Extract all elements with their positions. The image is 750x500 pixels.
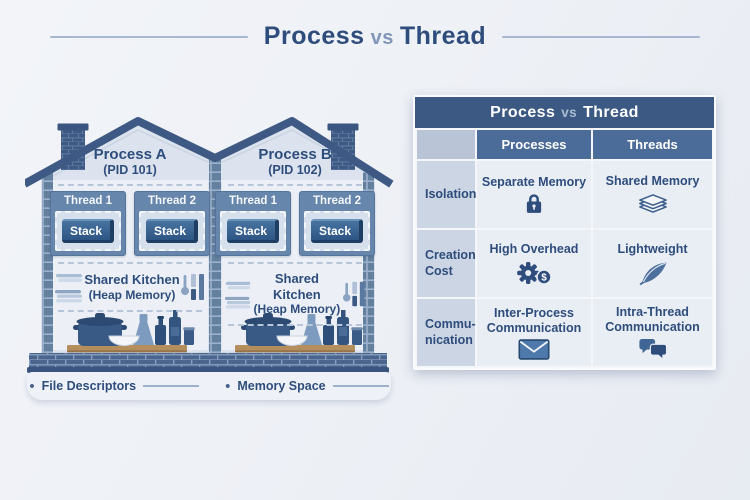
thread-box: Thread 1 Stack [50, 191, 126, 257]
stack-block: Stack [227, 219, 279, 244]
gear-dollar-icon: $ [517, 261, 552, 285]
stack-panel: Stack [139, 211, 205, 252]
bullet-icon: • [225, 377, 231, 395]
shared-kitchen-text: Shared Kitchen (Heap Memory) [84, 272, 179, 302]
cell-text: Lightweight [617, 241, 688, 256]
row-label-creation-cost: Creation Cost [417, 230, 476, 297]
process-b-house: Process B (PID 102) Thread 1 Stack Threa… [215, 146, 375, 331]
title-right-line [502, 35, 701, 38]
cell-creation-processes: High Overhead $ [477, 230, 591, 297]
legend-dash-line [332, 385, 389, 387]
legend: • File Descriptors • Memory Space [27, 372, 391, 400]
cell-isolation-threads: Shared Memory [593, 161, 712, 228]
title-word-process: Process [263, 22, 365, 50]
separator [227, 184, 363, 187]
legend-label: File Descriptors [41, 379, 137, 393]
table-title-thread: Thread [583, 103, 639, 121]
separator [58, 310, 202, 313]
title-word-thread: Thread [399, 22, 487, 50]
title-word-vs: vs [370, 27, 394, 49]
legend-item-file-descriptors: • File Descriptors [29, 377, 200, 395]
table-title-process: Process [490, 103, 556, 121]
cell-text: Inter-Process Communication [486, 305, 582, 335]
column-header-threads: Threads [593, 130, 712, 159]
process-a-threads: Thread 1 Stack Thread 2 Stack [50, 191, 210, 257]
separator [227, 262, 363, 265]
thread-label: Thread 1 [229, 195, 277, 208]
plates-stack-icon [55, 274, 82, 303]
row-label-communication: Commu- nication [417, 299, 476, 366]
cell-text: Shared Memory [605, 174, 700, 188]
cell-text: Separate Memory [481, 175, 587, 189]
process-a-pid: (PID 101) [103, 163, 157, 178]
process-b-pid: (PID 102) [268, 163, 322, 178]
kitchen-subtitle: (Heap Memory) [88, 287, 176, 302]
layers-icon [638, 194, 667, 213]
cell-text: Intra-Thread Communication [605, 304, 700, 334]
cell-communication-processes: Inter-Process Communication [477, 299, 591, 366]
bullet-icon: • [29, 377, 35, 395]
feather-icon [638, 262, 667, 285]
table-title-vs: vs [561, 105, 578, 120]
comparison-table: Process vs Thread Processes Threads Isolat… [413, 95, 716, 370]
shared-kitchen-text: Shared Kitchen (Heap Memory) [252, 271, 341, 317]
thread-label: Thread 2 [313, 195, 361, 208]
chat-bubbles-icon [638, 338, 667, 361]
thread-box: Thread 2 Stack [134, 191, 210, 257]
process-houses-illustration: Process A (PID 101) Thread 1 Stack Threa… [25, 110, 395, 405]
utensils-icon [180, 274, 204, 301]
utensils-icon [342, 281, 365, 307]
dollar-symbol: $ [541, 272, 547, 283]
thread-label: Thread 1 [64, 195, 112, 208]
legend-item-memory-space: • Memory Space [225, 379, 389, 394]
stack-panel: Stack [304, 211, 370, 252]
kitchen-title: Shared Kitchen [273, 271, 321, 302]
process-b-name: Process B [258, 146, 332, 163]
plates-stack-icon [224, 281, 251, 309]
stack-block: Stack [146, 219, 198, 244]
kitchen-subtitle: (Heap Memory) [253, 302, 341, 317]
column-header-processes: Processes [477, 130, 591, 159]
table-grid: Processes Threads Isolation Separate Mem… [415, 128, 714, 368]
cell-isolation-processes: Separate Memory [477, 161, 591, 228]
legend-dash-line [143, 385, 200, 387]
shared-kitchen-row: Shared Kitchen (Heap Memory) [222, 269, 368, 317]
process-b-threads: Thread 1 Stack Thread 2 Stack [215, 191, 375, 257]
separator [58, 262, 202, 265]
process-a-house: Process A (PID 101) Thread 1 Stack Threa… [50, 146, 210, 317]
stack-panel: Stack [55, 211, 121, 252]
cell-creation-threads: Lightweight [593, 230, 712, 297]
title-left-line [49, 35, 248, 38]
envelope-icon [518, 338, 550, 360]
thread-box: Thread 2 Stack [299, 191, 375, 257]
lock-icon [526, 194, 542, 213]
row-label-isolation: Isolation [417, 161, 476, 228]
process-a-name: Process A [93, 146, 167, 163]
separator [58, 184, 202, 187]
thread-box: Thread 1 Stack [215, 191, 291, 257]
stack-block: Stack [62, 219, 114, 244]
table-title: Process vs Thread [415, 97, 714, 128]
thread-label: Thread 2 [148, 195, 196, 208]
shared-kitchen-row: Shared Kitchen (Heap Memory) [52, 269, 208, 303]
table-corner-cell [417, 130, 475, 159]
separator [227, 323, 363, 326]
cell-text: High Overhead [489, 241, 579, 256]
stack-block: Stack [311, 219, 363, 244]
kitchen-title: Shared Kitchen [84, 272, 180, 288]
legend-label: Memory Space [237, 379, 326, 393]
stack-panel: Stack [220, 211, 286, 252]
cell-communication-threads: Intra-Thread Communication [593, 299, 712, 366]
